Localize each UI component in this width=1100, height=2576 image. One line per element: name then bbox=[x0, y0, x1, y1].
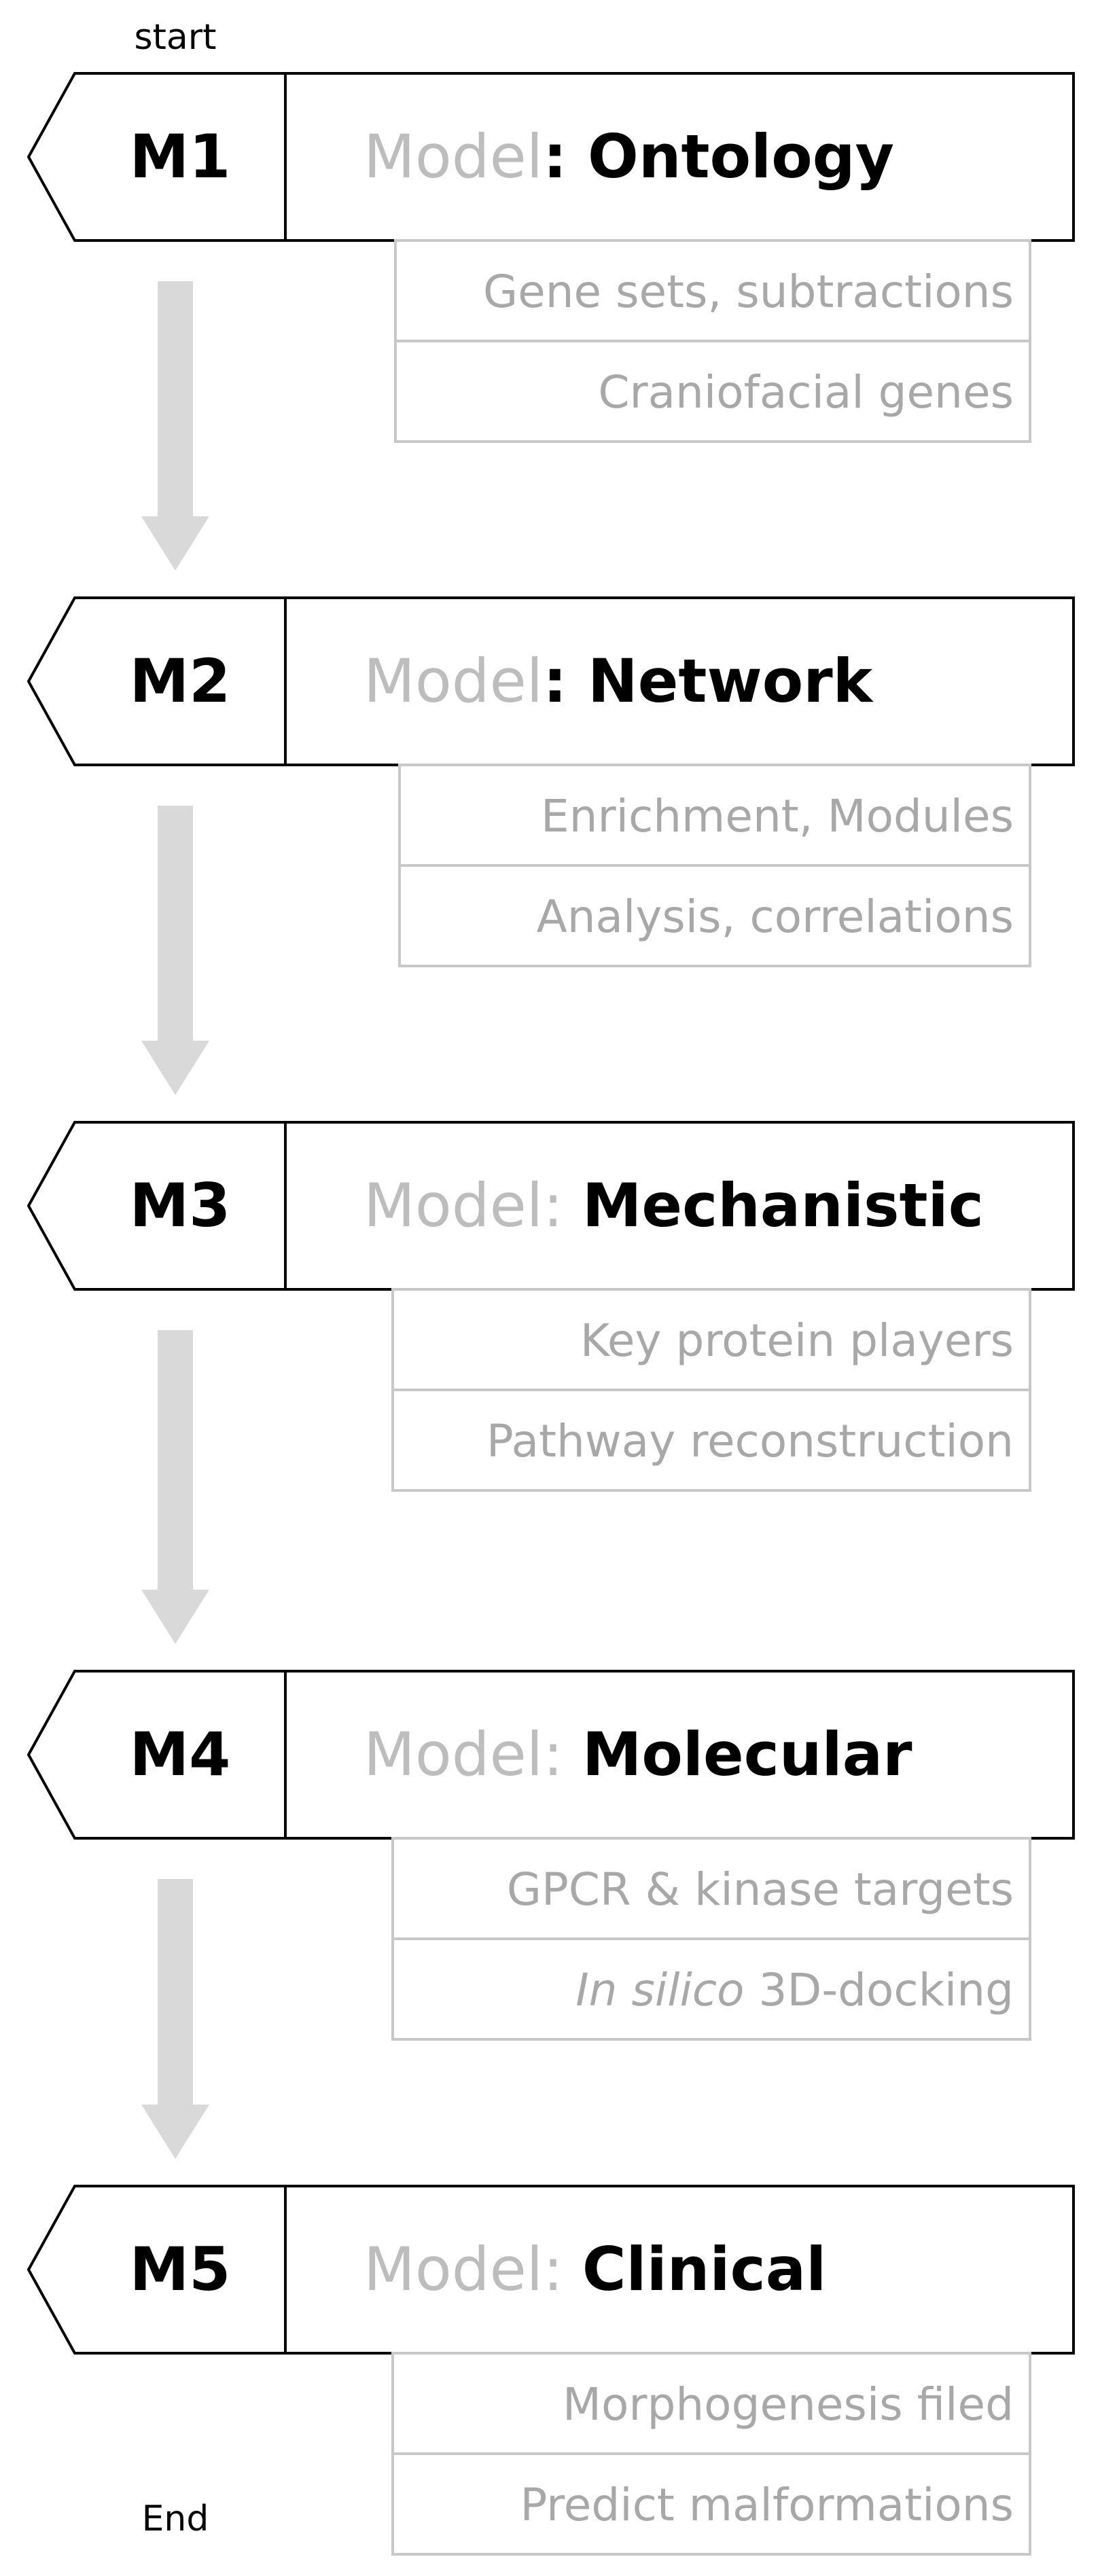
title-prefix: Model: bbox=[363, 1170, 582, 1240]
sub-text-plain: Morphogenesis filed bbox=[563, 2378, 1014, 2431]
sub-text-plain: Enrichment, Modules bbox=[541, 790, 1014, 842]
sub-box-text: Analysis, correlations bbox=[537, 891, 1014, 943]
step-code: M1 bbox=[130, 122, 231, 192]
sub-box bbox=[394, 340, 1031, 443]
step-code: M4 bbox=[130, 1719, 231, 1789]
sub-box-text: Craniofacial genes bbox=[598, 366, 1014, 418]
sub-text-plain: Key protein players bbox=[580, 1314, 1014, 1367]
sub-text-plain: Craniofacial genes bbox=[598, 366, 1014, 418]
sub-text-plain: Pathway reconstruction bbox=[486, 1415, 1014, 1467]
title-prefix: Model: bbox=[363, 1719, 582, 1789]
sub-box-text: GPCR & kinase targets bbox=[507, 1863, 1014, 1916]
step-title: Model: Mechanistic bbox=[363, 1170, 984, 1240]
sub-box-text: Gene sets, subtractions bbox=[483, 266, 1014, 318]
sub-text-plain: Predict malformations bbox=[520, 2479, 1014, 2531]
sub-text-plain: 3D-docking bbox=[745, 1964, 1014, 2016]
sub-box bbox=[398, 864, 1031, 967]
step-title: Model: Molecular bbox=[363, 1719, 912, 1789]
step-code: M2 bbox=[130, 646, 231, 716]
sub-box bbox=[391, 1837, 1031, 1940]
step-header-shape bbox=[26, 596, 1075, 766]
title-prefix: Model bbox=[363, 646, 543, 716]
title-prefix: Model bbox=[363, 122, 543, 192]
sub-box-text: In silico 3D-docking bbox=[575, 1964, 1014, 2016]
sub-box bbox=[391, 1288, 1031, 1391]
sub-box bbox=[391, 2452, 1031, 2556]
down-arrow bbox=[141, 281, 209, 571]
step-title: Model: Ontology bbox=[363, 122, 894, 192]
step-header-shape bbox=[26, 72, 1075, 242]
title-name: Mechanistic bbox=[582, 1170, 984, 1240]
sub-box bbox=[391, 2352, 1031, 2455]
step-title: Model: Clinical bbox=[363, 2234, 826, 2304]
sub-text-plain: Analysis, correlations bbox=[537, 891, 1014, 943]
sub-text-italic: In silico bbox=[575, 1964, 744, 2016]
title-prefix: Model: bbox=[363, 2234, 582, 2304]
title-colon: : bbox=[543, 122, 588, 192]
step-header-shape bbox=[26, 1121, 1075, 1291]
sub-box bbox=[394, 239, 1031, 342]
title-name: Molecular bbox=[582, 1719, 912, 1789]
sub-box-text: Predict malformations bbox=[520, 2479, 1014, 2531]
title-name: Network bbox=[588, 646, 874, 716]
sub-text-plain: GPCR & kinase targets bbox=[507, 1863, 1014, 1916]
title-name: Clinical bbox=[582, 2234, 826, 2304]
step-header-shape bbox=[26, 2185, 1075, 2355]
title-name: Ontology bbox=[588, 122, 894, 192]
sub-box-text: Pathway reconstruction bbox=[486, 1415, 1014, 1467]
title-colon: : bbox=[543, 646, 588, 716]
down-arrow bbox=[141, 806, 209, 1095]
sub-box bbox=[391, 1389, 1031, 1492]
down-arrow bbox=[141, 1879, 209, 2159]
start-label: start bbox=[134, 17, 216, 58]
step-code: M5 bbox=[130, 2234, 231, 2304]
sub-text-plain: Gene sets, subtractions bbox=[483, 266, 1014, 318]
down-arrow bbox=[141, 1330, 209, 1644]
sub-box-text: Morphogenesis filed bbox=[563, 2378, 1014, 2431]
sub-box-text: Key protein players bbox=[580, 1314, 1014, 1367]
sub-box bbox=[398, 764, 1031, 867]
step-code: M3 bbox=[130, 1170, 231, 1240]
sub-box bbox=[391, 1937, 1031, 2041]
step-title: Model: Network bbox=[363, 646, 874, 716]
sub-box-text: Enrichment, Modules bbox=[541, 790, 1014, 842]
end-label: End bbox=[142, 2499, 209, 2539]
step-header-shape bbox=[26, 1670, 1075, 1840]
